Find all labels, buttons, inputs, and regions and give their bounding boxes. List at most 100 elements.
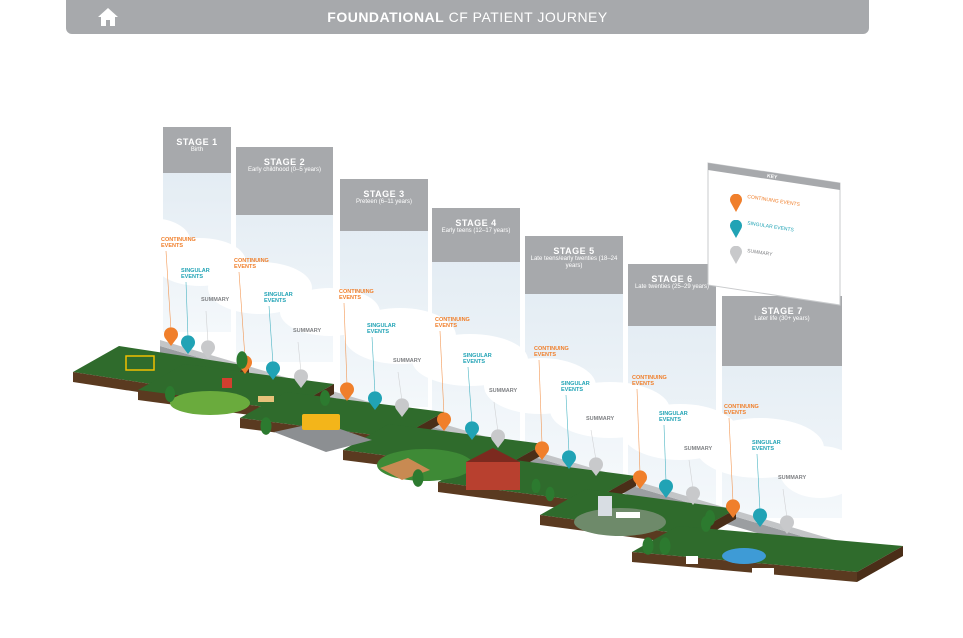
- continuing-event-pin-icon[interactable]: [164, 327, 178, 346]
- singular-line-1: SINGULAR: [561, 381, 590, 387]
- summary-pin-icon[interactable]: [294, 369, 308, 388]
- home-button[interactable]: [96, 6, 120, 28]
- fence-left: [686, 556, 698, 564]
- stage-title: STAGE 6: [651, 274, 693, 284]
- singular-line-2: EVENTS: [181, 274, 204, 280]
- summary-pin-icon[interactable]: [395, 398, 409, 417]
- page-title-rest: CF PATIENT JOURNEY: [444, 9, 608, 25]
- continuing-line-2: EVENTS: [724, 410, 747, 416]
- cloud: [780, 446, 860, 498]
- playpen: [125, 355, 155, 371]
- tree: [659, 537, 671, 555]
- continuing-line-2: EVENTS: [435, 323, 458, 329]
- singular-line-1: SINGULAR: [181, 268, 210, 274]
- summary-pin-icon[interactable]: [201, 340, 216, 359]
- singular-line-2: EVENTS: [463, 359, 486, 365]
- tree: [642, 537, 654, 555]
- stage-subtitle: Preteen (6–11 years): [356, 199, 412, 205]
- singular-line-1: SINGULAR: [659, 411, 688, 417]
- continuing-event-pin-icon[interactable]: [726, 499, 740, 518]
- stage-title: STAGE 2: [263, 157, 306, 167]
- tree: [320, 390, 330, 406]
- continuing-line-2: EVENTS: [534, 352, 557, 358]
- singular-event-pin-icon[interactable]: [659, 479, 674, 498]
- infield: [380, 458, 430, 480]
- continuing-event-pin-icon[interactable]: [632, 470, 647, 489]
- singular-event-pin-icon[interactable]: [465, 421, 479, 440]
- stage-title: STAGE 1: [176, 137, 218, 147]
- summary-label: SUMMARY: [778, 475, 807, 481]
- continuing-line-2: EVENTS: [234, 264, 257, 270]
- summary-pin-icon[interactable]: [686, 486, 700, 505]
- gray-pin-icon: [730, 245, 742, 264]
- singular-event-pin-icon[interactable]: [181, 335, 196, 354]
- continuing-line-2: EVENTS: [339, 295, 362, 301]
- continuing-line-1: CONTINUING: [534, 346, 569, 352]
- tree: [260, 417, 272, 435]
- stage-title: STAGE 4: [455, 218, 497, 228]
- singular-line-2: EVENTS: [659, 417, 682, 423]
- stage-subtitle: Later life (30+ years): [754, 316, 810, 322]
- singular-event-pin-icon[interactable]: [266, 361, 280, 380]
- continuing-event-pin-icon[interactable]: [339, 382, 354, 401]
- singular-event-pin-icon[interactable]: [753, 508, 767, 527]
- tree: [701, 516, 711, 532]
- singular-line-1: SINGULAR: [264, 292, 293, 298]
- college-building: [466, 462, 520, 490]
- office-desk: [616, 512, 640, 518]
- summary-label: SUMMARY: [393, 358, 422, 364]
- legend-panel: KEY CONTINUING EVENTS SINGULAR EVENTS SU…: [707, 162, 841, 306]
- continuing-event-pin-icon[interactable]: [535, 441, 549, 460]
- singular-line-2: EVENTS: [752, 446, 775, 452]
- singular-event-pin-icon[interactable]: [368, 391, 382, 410]
- continuing-line-1: CONTINUING: [632, 375, 667, 381]
- home-icon: [98, 8, 118, 26]
- header-bar: [66, 0, 869, 34]
- stage-subtitle: Early teens (12–17 years): [441, 228, 511, 234]
- stage-title: STAGE 3: [363, 189, 405, 199]
- tree: [531, 478, 541, 494]
- legend-item-summary: SUMMARY: [729, 245, 773, 269]
- continuing-event-pin-icon[interactable]: [437, 412, 452, 431]
- tree: [236, 351, 248, 369]
- summary-pin-icon[interactable]: [491, 429, 506, 448]
- sandbox: [258, 396, 274, 402]
- singular-event-pin-icon[interactable]: [562, 450, 576, 469]
- continuing-line-1: CONTINUING: [234, 258, 269, 264]
- continuing-line-1: CONTINUING: [435, 317, 470, 323]
- continuing-line-1: CONTINUING: [724, 404, 759, 410]
- orange-pin-icon: [730, 193, 742, 212]
- continuing-line-1: CONTINUING: [339, 289, 374, 295]
- stage-subtitle: Late twenties (25–29 years): [634, 284, 710, 290]
- summary-pin-icon[interactable]: [780, 515, 794, 534]
- summary-pin-icon[interactable]: [589, 457, 603, 476]
- summary-label: SUMMARY: [489, 388, 518, 394]
- summary-label: SUMMARY: [586, 416, 615, 422]
- playground-lawn: [170, 391, 250, 415]
- slide: [222, 378, 232, 388]
